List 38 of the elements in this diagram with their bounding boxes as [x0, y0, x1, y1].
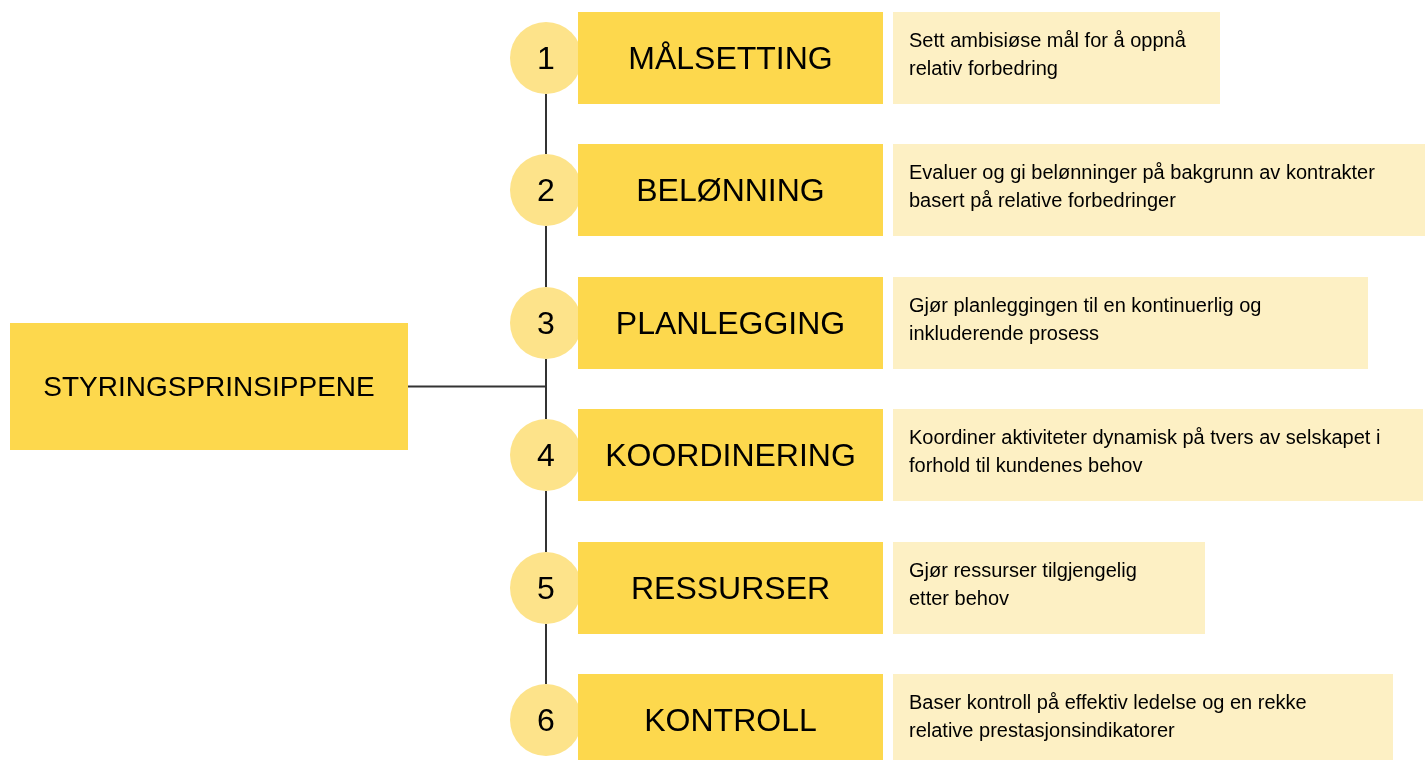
description-text: Evaluer og gi belønninger på bakgrunn av kontrakter basert på relative forbedringer: [909, 160, 1376, 213]
description-box: [893, 144, 1425, 236]
description-box: [893, 277, 1368, 369]
connector-line: [407, 385, 548, 388]
connector-line: [545, 225, 547, 288]
principle-box: [578, 542, 883, 634]
step-number: 6: [536, 701, 556, 740]
step-number: 2: [536, 171, 556, 210]
description-text: Koordiner aktiviteter dynamisk på tvers av selskapet i forhold til kundenes behov: [909, 425, 1382, 478]
principle-box: [578, 12, 883, 104]
description-box: [893, 542, 1205, 634]
connector-line: [545, 623, 547, 685]
heading-text: KONTROLL: [643, 701, 818, 740]
description-box: [893, 674, 1393, 760]
step-number: 3: [536, 304, 556, 343]
heading-text: RESSURSER: [629, 569, 832, 608]
step-number: 1: [536, 39, 556, 78]
connector-line: [545, 358, 547, 420]
principle-box: [578, 277, 883, 369]
step-number: 5: [536, 569, 556, 608]
description-text: Gjør ressurser tilgjengelig etter behov: [909, 558, 1138, 611]
heading-text: BELØNNING: [635, 171, 826, 210]
heading-text: MÅLSETTING: [627, 39, 834, 78]
principle-box: [578, 674, 883, 760]
heading-text: PLANLEGGING: [614, 304, 847, 343]
description-text: Baser kontroll på effektiv ledelse og en rekke relative prestasjonsindikatorer: [909, 690, 1308, 743]
step-number: 4: [536, 436, 556, 475]
heading-text: STYRINGSPRINSIPPENE: [42, 369, 376, 404]
description-text: Gjør planleggingen til en kontinuerlig og inkluderende prosess: [909, 293, 1263, 346]
connector-line: [545, 93, 547, 155]
root-box: [10, 323, 408, 450]
description-box: [893, 409, 1423, 501]
heading-text: KOORDINERING: [604, 436, 857, 475]
description-text: Sett ambisiøse mål for å oppnå relativ forbedring: [909, 28, 1187, 81]
connector-line: [545, 490, 547, 553]
principle-box: [578, 409, 883, 501]
principle-box: [578, 144, 883, 236]
description-box: [893, 12, 1220, 104]
